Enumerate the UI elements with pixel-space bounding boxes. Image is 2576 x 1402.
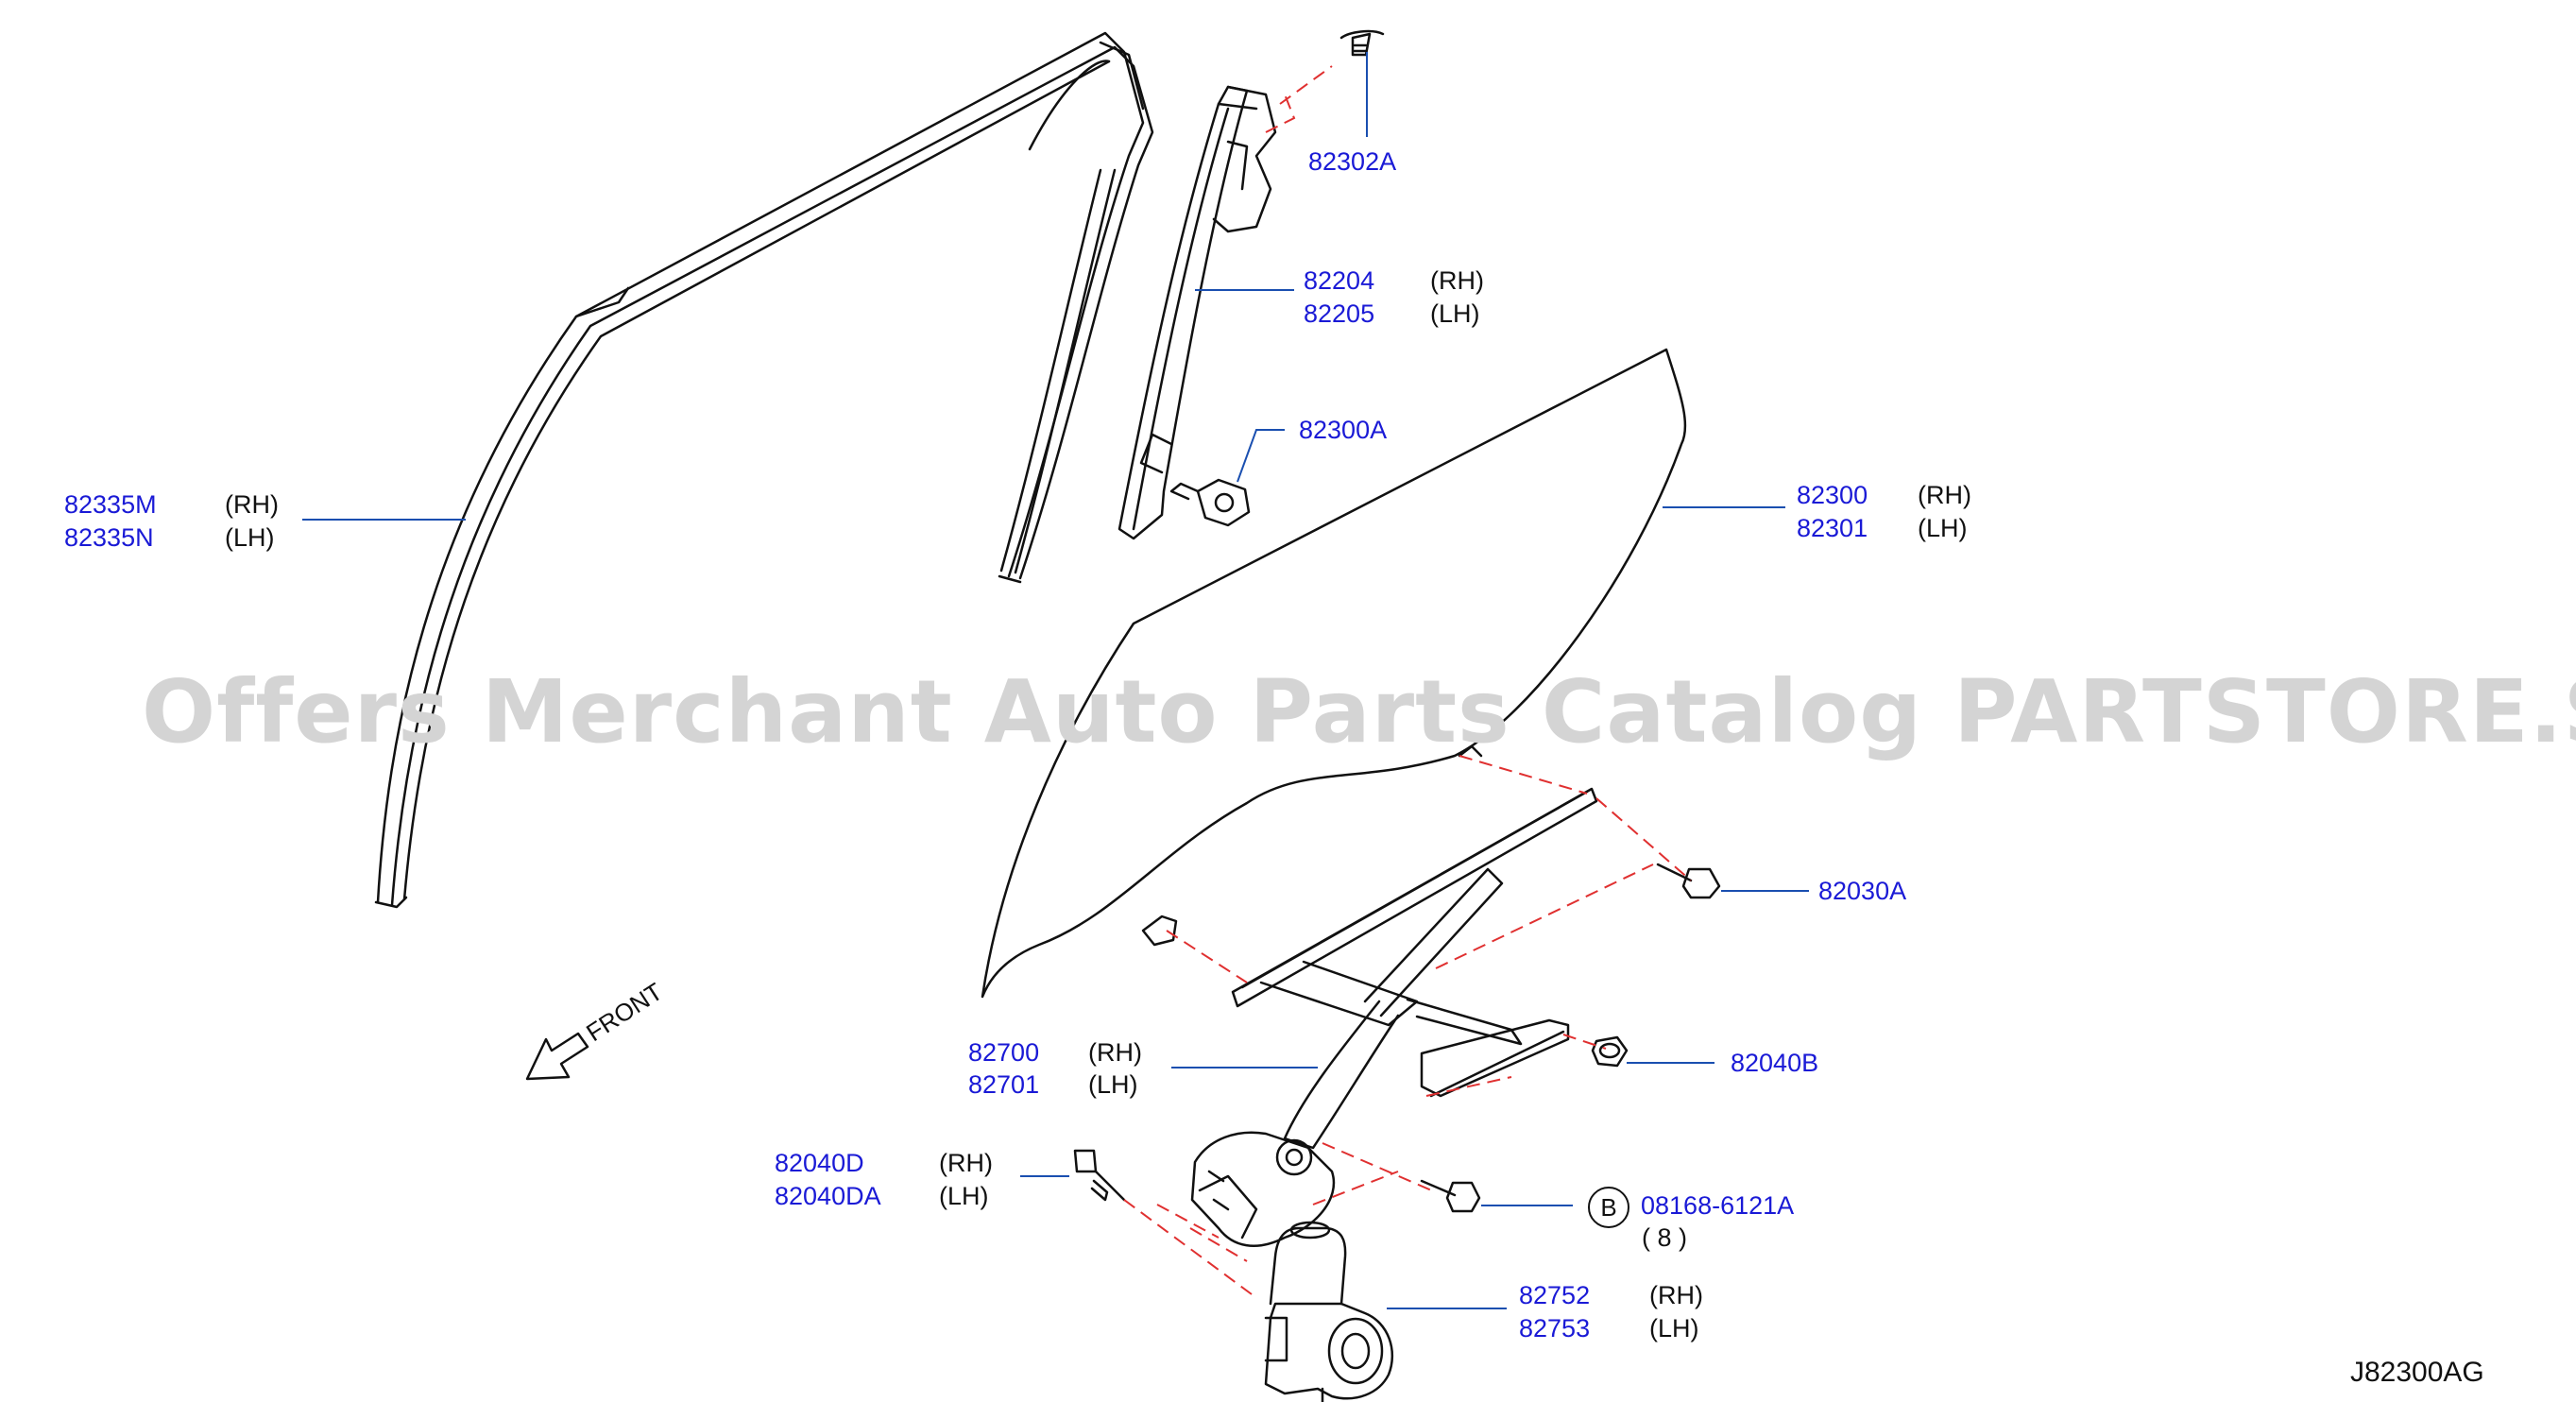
part-number-82753[interactable]: 82753 — [1519, 1314, 1591, 1342]
division-channel — [1117, 85, 1277, 540]
door-sash-channel — [374, 31, 1154, 909]
part-number-82300[interactable]: 82300 — [1797, 481, 1868, 509]
door-glass — [981, 348, 1687, 999]
part-number-82301[interactable]: 82301 — [1797, 514, 1868, 542]
side-rh: (RH) — [1918, 481, 1971, 509]
watermark: Offers Merchant Auto Parts Catalog PARTS… — [142, 661, 2576, 762]
bolt-82300a — [1169, 478, 1251, 527]
side-lh: (LH) — [1649, 1314, 1699, 1342]
window-regulator — [1190, 787, 1598, 1247]
screw-82302a — [1339, 29, 1385, 57]
part-number-82335n[interactable]: 82335N — [64, 523, 154, 552]
side-lh: (LH) — [225, 523, 275, 552]
part-number-82701[interactable]: 82701 — [968, 1070, 1040, 1099]
alignment-lines — [1123, 65, 1692, 1295]
diagram-code: J82300AG — [2350, 1357, 2484, 1388]
part-number-82300a[interactable]: 82300A — [1299, 416, 1388, 444]
side-rh: (RH) — [1088, 1038, 1142, 1067]
part-number-82752[interactable]: 82752 — [1519, 1281, 1591, 1309]
side-rh: (RH) — [1430, 266, 1484, 295]
part-number-08168-6121a[interactable]: 08168-6121A — [1641, 1191, 1795, 1220]
side-rh: (RH) — [1649, 1281, 1703, 1309]
side-lh: (LH) — [1088, 1070, 1138, 1099]
part-number-82040d[interactable]: 82040D — [775, 1149, 864, 1177]
side-lh: (LH) — [1918, 514, 1968, 542]
front-arrow-icon — [525, 1032, 589, 1081]
part-number-82030a[interactable]: 82030A — [1818, 877, 1907, 905]
side-lh: (LH) — [1430, 299, 1480, 328]
bolt-82030a — [1656, 863, 1721, 899]
quantity: ( 8 ) — [1642, 1223, 1688, 1252]
regulator-motor — [1264, 1221, 1393, 1402]
bolt-82040d — [1073, 1149, 1126, 1202]
part-number-82204[interactable]: 82204 — [1304, 266, 1375, 295]
part-number-82700[interactable]: 82700 — [968, 1038, 1040, 1067]
part-number-82040da[interactable]: 82040DA — [775, 1182, 881, 1210]
part-number-82205[interactable]: 82205 — [1304, 299, 1375, 328]
part-number-82302a[interactable]: 82302A — [1308, 147, 1397, 176]
callout-b-marker: B — [1588, 1187, 1629, 1228]
side-lh: (LH) — [939, 1182, 989, 1210]
side-rh: (RH) — [225, 490, 279, 519]
part-number-82040b[interactable]: 82040B — [1731, 1049, 1819, 1077]
side-rh: (RH) — [939, 1149, 993, 1177]
bolt-08168-6121a — [1420, 1179, 1481, 1213]
leader-lines — [302, 52, 1809, 1309]
nut-82040b — [1591, 1035, 1629, 1068]
part-number-82335m[interactable]: 82335M — [64, 490, 157, 519]
